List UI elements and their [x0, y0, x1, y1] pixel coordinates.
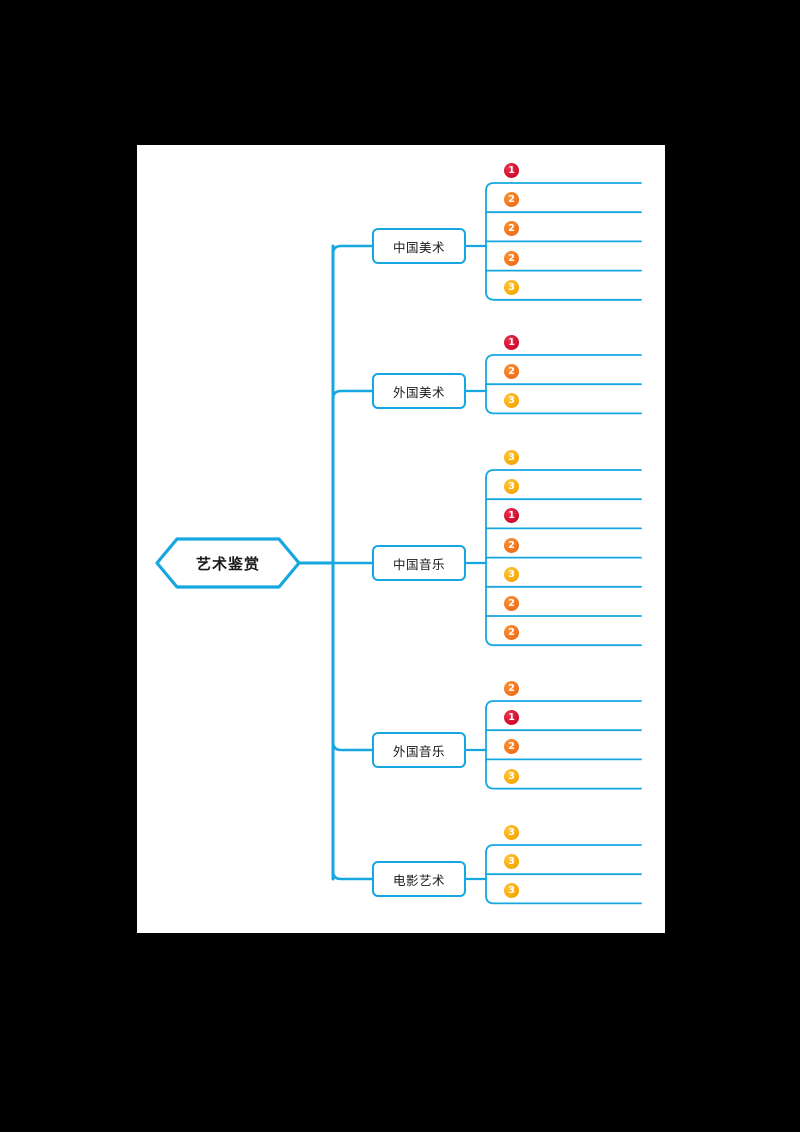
branch-node-1[interactable]: 中国美术 [372, 228, 466, 264]
root-node-label: 艺术鉴赏 [195, 554, 260, 573]
leaf-badge-icon: 2 [504, 681, 519, 696]
leaf-badge-icon: 3 [504, 479, 519, 495]
branch-node-label: 中国美术 [392, 239, 445, 255]
leaf-badge-icon: 2 [504, 364, 519, 380]
leaf-badge-icon: 3 [504, 393, 519, 409]
branch-node-3[interactable]: 中国音乐 [372, 545, 466, 581]
branch-node-2[interactable]: 外国美术 [372, 373, 466, 409]
leaf-badge-icon: 1 [504, 710, 519, 726]
leaf-badge-icon: 3 [504, 825, 519, 840]
branch-node-label: 外国音乐 [392, 743, 445, 759]
branch-node-label: 中国音乐 [392, 556, 445, 572]
leaf-badge-icon: 1 [504, 163, 519, 178]
leaf-badge-icon: 3 [504, 883, 519, 899]
leaf-badge-icon: 2 [504, 221, 519, 237]
leaf-badge-icon: 3 [504, 566, 519, 582]
branch-node-label: 外国美术 [392, 384, 445, 400]
leaf-badge-icon: 2 [504, 537, 519, 553]
leaf-badge-icon: 2 [504, 596, 519, 611]
mindmap-page: 艺术鉴赏 中国美术外国美术中国音乐外国音乐电影艺术 1 2 2 2 3 1 2 3 3 3 1 2 3 2… [137, 145, 665, 933]
leaf-badge-icon: 2 [504, 192, 519, 208]
branch-node-label: 电影艺术 [392, 872, 445, 888]
root-node[interactable]: 艺术鉴赏 [155, 537, 301, 589]
branch-node-5[interactable]: 电影艺术 [372, 861, 466, 897]
leaf-badge-icon: 2 [504, 739, 519, 755]
leaf-badge-icon: 2 [504, 625, 519, 641]
leaf-badge-icon: 3 [504, 450, 519, 465]
leaf-badge-icon: 3 [504, 768, 519, 784]
branch-node-4[interactable]: 外国音乐 [372, 732, 466, 768]
leaf-badge-icon: 2 [504, 250, 519, 266]
leaf-badge-icon: 3 [504, 854, 519, 870]
leaf-badge-icon: 1 [504, 508, 519, 524]
root-hexagon-shape [155, 537, 301, 589]
leaf-badge-icon: 1 [504, 335, 519, 350]
leaf-badge-icon: 3 [504, 279, 519, 295]
